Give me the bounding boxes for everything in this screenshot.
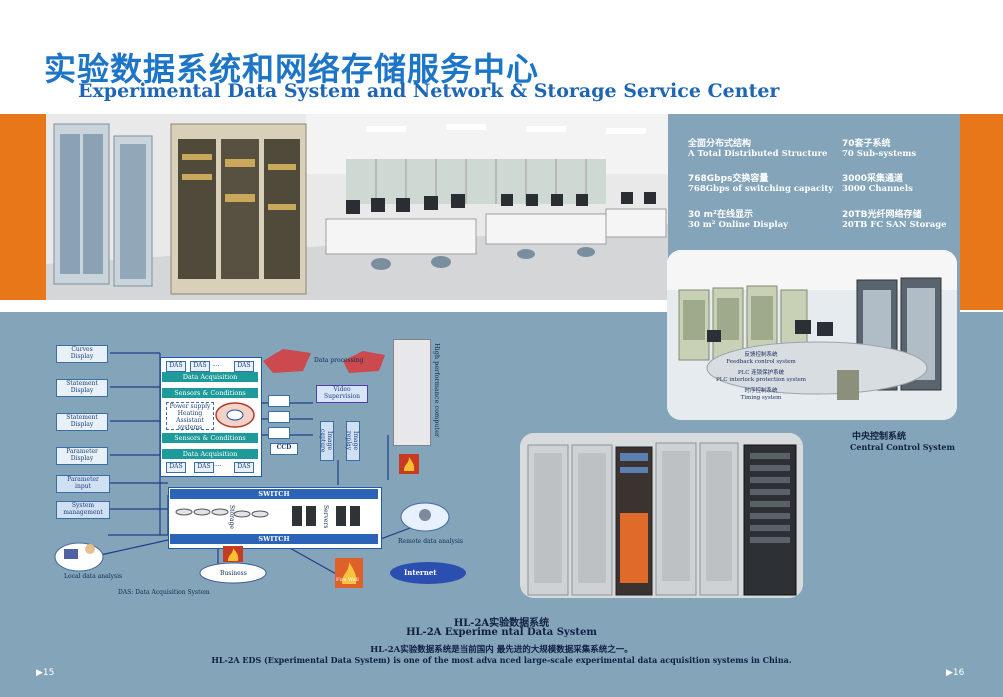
tokamak-icon bbox=[215, 402, 255, 428]
monitor-box bbox=[268, 411, 290, 423]
label: PLC 连锁保护系统 bbox=[737, 370, 785, 376]
stat-en: 768Gbps of switching capacity bbox=[688, 184, 834, 194]
das-box: DAS bbox=[234, 361, 254, 372]
stat-cn: 768Gbps交换容量 bbox=[688, 174, 769, 184]
label: 时序控制系统 bbox=[744, 388, 778, 394]
eds-desc-en: HL-2A EDS (Experimental Data System) is … bbox=[211, 655, 792, 665]
data-center-photo bbox=[46, 114, 668, 300]
firewall-icon bbox=[399, 454, 419, 474]
page-number-right: ▶16 bbox=[946, 668, 965, 678]
video-supervision-box: Video Supervision bbox=[316, 385, 368, 403]
switch-bar: SWITCH bbox=[170, 534, 378, 544]
firewall-icon bbox=[335, 558, 363, 588]
server-racks-photo bbox=[520, 433, 803, 598]
storage-servers-icon bbox=[175, 506, 360, 526]
data-acquisition-bar: Data Acquisition bbox=[162, 449, 258, 459]
stat-cn: 30 m²在线显示 bbox=[688, 210, 753, 220]
das-box: DAS bbox=[234, 462, 254, 473]
dots: .... bbox=[214, 461, 222, 468]
hpc-label: High performance computer bbox=[433, 343, 441, 438]
stat-en: 3000 Channels bbox=[842, 184, 913, 194]
eds-caption-cn: HL-2A实验数据系统 bbox=[453, 618, 550, 629]
page-title-en: Experimental Data System and Network & S… bbox=[78, 80, 780, 102]
stat-item: 30 m²在线显示 30 m² Online Display bbox=[688, 207, 788, 230]
orange-bar-right bbox=[960, 114, 1003, 310]
page-arrow-icon: ▶ bbox=[36, 668, 43, 678]
switch-bar: SWITCH bbox=[170, 489, 378, 499]
das-box: DAS bbox=[194, 462, 214, 473]
label: Timing system bbox=[740, 395, 782, 401]
das-box: DAS bbox=[166, 361, 186, 372]
data-processing-icon bbox=[263, 349, 385, 373]
stat-en: 70 Sub-systems bbox=[842, 149, 917, 159]
stat-item: 20TB光纤网络存储 20TB FC SAN Storage bbox=[842, 207, 947, 230]
stat-item: 768Gbps交换容量 768Gbps of switching capacit… bbox=[688, 171, 833, 194]
monitor-box bbox=[268, 427, 290, 439]
orange-bar-left bbox=[0, 114, 46, 300]
image-replay-box: Image replay bbox=[345, 421, 360, 461]
eds-desc-cn: HL-2A实验数据系统是当前国内 最先进的大规模数据采集系统之一。 bbox=[370, 645, 633, 655]
remote-analysis-icon bbox=[400, 502, 450, 532]
label: Feedback control system bbox=[726, 359, 796, 365]
monitor-box bbox=[268, 395, 290, 407]
page-number-left: ▶15 bbox=[36, 668, 55, 678]
stat-en: A Total Distributed Structure bbox=[688, 149, 828, 159]
stat-item: 3000采集通道 3000 Channels bbox=[842, 171, 913, 194]
control-caption-cn: 中央控制系统 bbox=[852, 432, 907, 442]
hpc-rack bbox=[393, 339, 431, 446]
das-note: DAS: Data Acquisition System bbox=[118, 589, 210, 596]
dots: .... bbox=[212, 361, 220, 368]
internet-cloud-icon bbox=[390, 562, 466, 584]
servers-label: Servers bbox=[322, 505, 329, 529]
label: 反馈控制系统 bbox=[744, 352, 778, 358]
firewall-label: Fire Wall bbox=[336, 577, 359, 583]
stat-cn: 70套子系统 bbox=[842, 139, 891, 149]
eds-caption-en: HL-2A Experime ntal Data System bbox=[406, 627, 597, 638]
control-labels: 反馈控制系统 Feedback control system PLC 连锁保护系… bbox=[705, 352, 817, 402]
stat-cn: 全面分布式结构 bbox=[688, 139, 752, 149]
business-cloud-icon bbox=[199, 562, 267, 584]
sensors-bar: Sensors & Conditions bbox=[162, 433, 258, 443]
stat-item: 70套子系统 70 Sub-systems bbox=[842, 136, 916, 159]
stat-cn: 20TB光纤网络存储 bbox=[842, 210, 922, 220]
sensors-bar: Sensors & Conditions bbox=[162, 388, 258, 398]
image-capture-box: Image capture bbox=[319, 421, 334, 461]
page-title-cn: 实验数据系统和网络存储服务中心 bbox=[44, 50, 540, 88]
ccd-box: CCD bbox=[270, 443, 298, 455]
local-analysis-icon bbox=[54, 542, 104, 572]
das-box: DAS bbox=[190, 361, 210, 372]
remote-label: Remote data analysis bbox=[398, 538, 463, 545]
storage-label: Storage bbox=[228, 505, 235, 529]
stat-item: 全面分布式结构 A Total Distributed Structure bbox=[688, 136, 827, 159]
business-label: Business bbox=[220, 570, 247, 577]
local-label: Local data analysis bbox=[64, 573, 123, 580]
internet-label: Internet bbox=[404, 568, 437, 577]
firewall-icon bbox=[223, 546, 243, 562]
das-box: DAS bbox=[166, 462, 186, 473]
control-room-photo bbox=[667, 250, 957, 420]
stat-cn: 3000采集通道 bbox=[842, 174, 904, 184]
page-arrow-icon: ▶ bbox=[946, 668, 953, 678]
stat-en: 20TB FC SAN Storage bbox=[842, 220, 947, 230]
control-caption-en: Central Control System bbox=[850, 442, 955, 452]
stat-en: 30 m² Online Display bbox=[688, 220, 789, 230]
label: PLC interlock protection system bbox=[716, 377, 806, 383]
data-processing-label: Data processing bbox=[314, 357, 364, 364]
data-acquisition-bar: Data Acquisition bbox=[162, 372, 258, 382]
